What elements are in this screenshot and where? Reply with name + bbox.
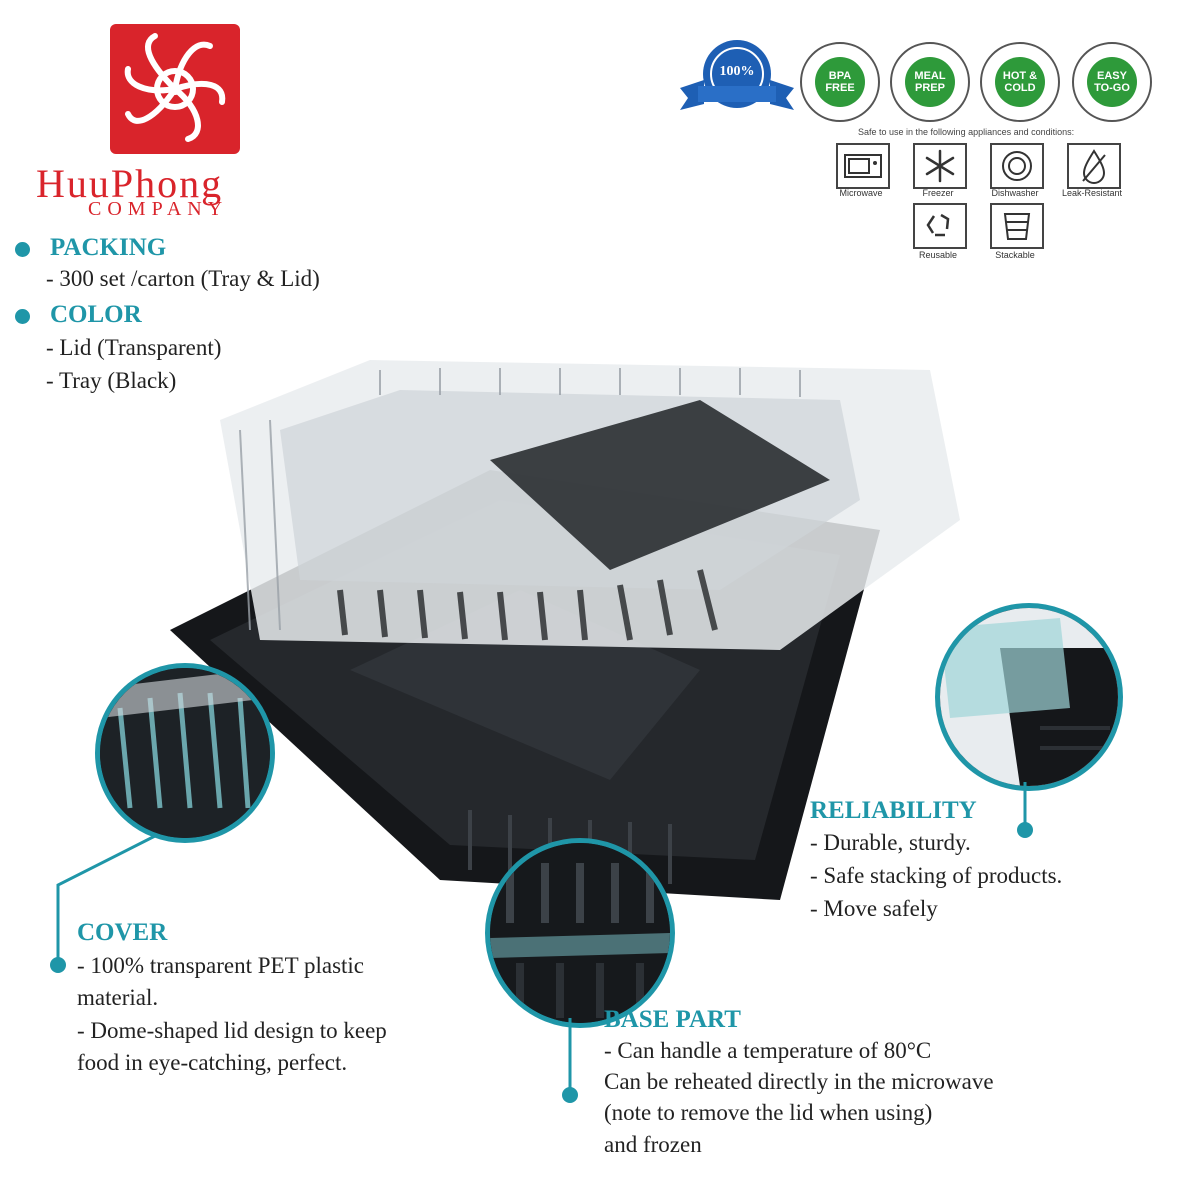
cover-line: food in eye-catching, perfect. (77, 1050, 348, 1075)
color-line: - Tray (Black) (46, 368, 177, 393)
microwave-icon (836, 143, 890, 189)
product-image (140, 340, 1040, 900)
reliability-line: - Move safely (810, 896, 938, 921)
color-line: - Lid (Transparent) (46, 335, 222, 360)
base-zoom-image (485, 838, 675, 1028)
stackable-icon (990, 203, 1044, 249)
freezer-label: Freezer (922, 188, 954, 198)
cover-line: - Dome-shaped lid design to keep (77, 1018, 387, 1043)
safe-use-caption: Safe to use in the following appliances … (858, 127, 1075, 137)
leak-resistant-icon (1067, 143, 1121, 189)
leak-resistant-label: Leak-Resistant (1061, 188, 1123, 198)
easy-to-go-badge-icon: EASY TO-GO (1072, 42, 1152, 122)
color-bullet-icon (15, 309, 30, 324)
base-line: and frozen (604, 1132, 702, 1157)
bpa-free-badge-icon: BPA FREE (800, 42, 880, 122)
freezer-icon (913, 143, 967, 189)
flower-logo-icon (124, 33, 226, 142)
dishwasher-icon (990, 143, 1044, 189)
color-heading: COLOR (50, 301, 142, 328)
cover-heading: COVER (77, 919, 168, 946)
base-line: Can be reheated directly in the microwav… (604, 1069, 994, 1094)
meal-prep-badge-icon: MEAL PREP (890, 42, 970, 122)
cover-line: - 100% transparent PET plastic (77, 953, 365, 978)
bpa-free-label: BPA FREE (815, 57, 865, 107)
reliability-line: - Safe stacking of products. (810, 863, 1063, 888)
packing-heading: PACKING (50, 234, 167, 261)
hot-cold-label: HOT & COLD (995, 57, 1045, 107)
easy-to-go-label: EASY TO-GO (1087, 57, 1137, 107)
base-line: - Can handle a temperature of 80°C (604, 1038, 932, 1063)
reliability-line: - Durable, sturdy. (810, 830, 971, 855)
dishwasher-label: Dishwasher (991, 188, 1039, 198)
quality-100-ribbon-icon: 100% (676, 36, 798, 126)
packing-bullet-icon (15, 242, 30, 257)
base-line: (note to remove the lid when using) (604, 1100, 933, 1125)
quality-badge-text: 100% (719, 64, 755, 79)
microwave-label: Microwave (839, 188, 883, 198)
packing-line: - 300 set /carton (Tray & Lid) (46, 266, 320, 291)
meal-prep-label: MEAL PREP (905, 57, 955, 107)
brand-subtitle: COMPANY (88, 198, 229, 220)
cover-zoom-image (95, 663, 275, 843)
reliability-zoom-image (935, 603, 1123, 791)
stackable-label: Stackable (995, 250, 1035, 260)
reusable-icon (913, 203, 967, 249)
logo (110, 24, 240, 154)
reliability-heading: RELIABILITY (810, 797, 977, 824)
reusable-label: Reusable (918, 250, 958, 260)
cover-line: material. (77, 985, 159, 1010)
brand-name: HuuPhong (36, 161, 224, 206)
hot-cold-badge-icon: HOT & COLD (980, 42, 1060, 122)
base-heading: BASE PART (604, 1006, 741, 1033)
